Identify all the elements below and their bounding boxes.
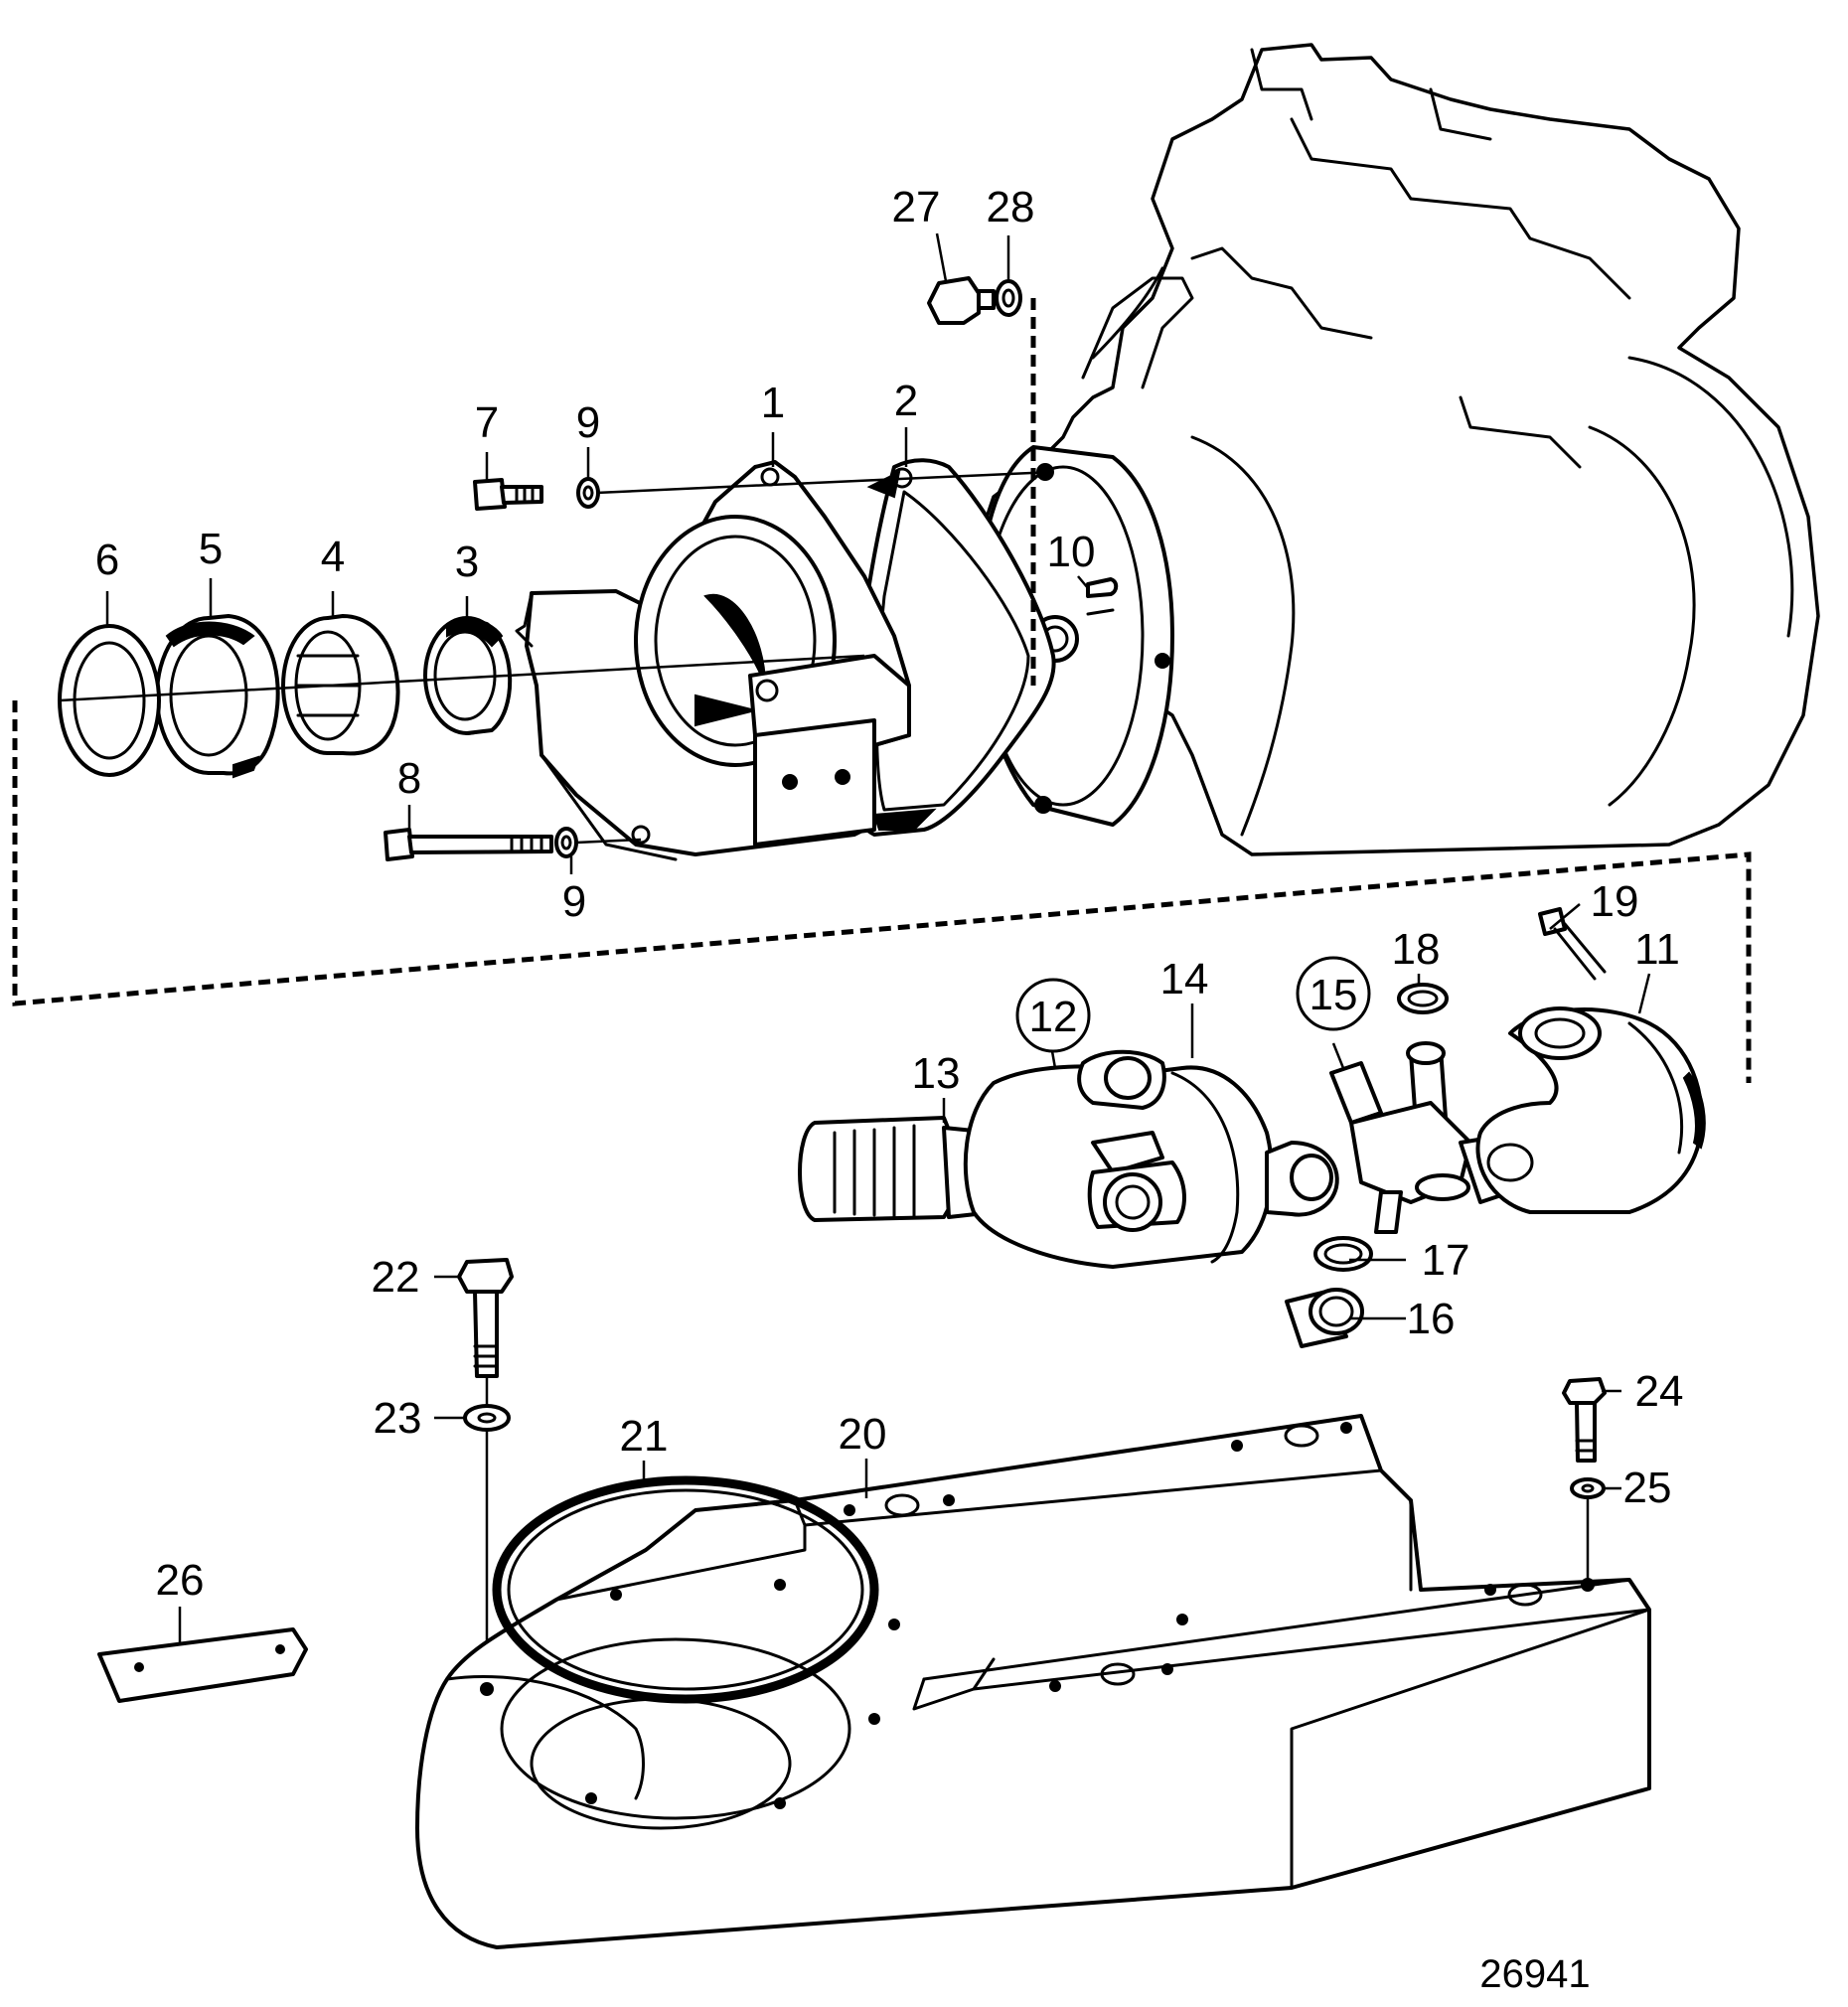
part-9-washer-lower (554, 827, 578, 858)
drawing-reference-code: 26941 (1479, 1952, 1590, 1996)
label-22: 22 (372, 1253, 420, 1302)
label-27: 27 (892, 183, 941, 232)
part-5-bearing (155, 614, 280, 779)
part-24-bolt (1562, 1377, 1607, 1463)
part-28-washer (995, 279, 1022, 317)
part-9-washer-upper (576, 477, 600, 509)
label-14: 14 (1160, 955, 1209, 1004)
label-23: 23 (374, 1394, 422, 1443)
part-7-bolt (473, 478, 543, 511)
part-21-o-ring (492, 1475, 879, 1704)
label-2: 2 (894, 377, 918, 425)
label-7: 7 (475, 398, 499, 447)
label-3: 3 (455, 538, 479, 586)
callout-circle-15 (1296, 956, 1371, 1031)
engine-block (972, 43, 1820, 856)
part-19-bolt (1538, 907, 1607, 981)
part-20-base-frame (415, 1414, 1651, 1949)
label-17: 17 (1422, 1236, 1470, 1285)
part-10-plug (1086, 577, 1119, 616)
part-11-flange-yoke (1475, 1006, 1706, 1214)
label-leaders (105, 232, 1651, 1644)
label-5: 5 (199, 525, 223, 573)
label-8: 8 (397, 754, 421, 803)
callout-circle-12 (1015, 978, 1091, 1053)
part-18-circlip (1397, 983, 1449, 1014)
part-14-joint-housing (963, 1049, 1339, 1269)
label-9-upper: 9 (576, 398, 600, 447)
label-12: 12 (1029, 993, 1078, 1041)
label-16: 16 (1407, 1295, 1456, 1343)
part-25-washer (1570, 1477, 1606, 1499)
label-9-lower: 9 (562, 877, 586, 926)
part-17-seal (1313, 1236, 1373, 1272)
part-1-intermediate-housing (515, 460, 911, 861)
part-8-bolt (384, 828, 553, 861)
label-1: 1 (761, 379, 785, 427)
label-21: 21 (620, 1412, 669, 1461)
label-20: 20 (839, 1410, 887, 1459)
label-13: 13 (912, 1049, 961, 1098)
part-22-bolt (457, 1258, 514, 1378)
label-25: 25 (1623, 1464, 1672, 1512)
part-27-plug (927, 276, 996, 325)
part-26-plate (97, 1627, 308, 1703)
label-26: 26 (156, 1556, 205, 1605)
label-28: 28 (987, 183, 1035, 232)
assembly-lines (12, 296, 1752, 1689)
label-18: 18 (1392, 925, 1441, 974)
label-4: 4 (321, 533, 345, 581)
part-labels: 1 2 3 4 5 6 7 9 8 9 10 27 28 11 12 13 14… (95, 183, 1684, 1605)
part-16-needle-bearing (1285, 1288, 1364, 1348)
label-6: 6 (95, 536, 119, 584)
part-23-washer (463, 1404, 511, 1432)
label-10: 10 (1047, 528, 1096, 576)
label-11: 11 (1634, 925, 1680, 974)
part-3-seal (423, 616, 513, 735)
label-24: 24 (1635, 1367, 1684, 1416)
label-19: 19 (1591, 877, 1639, 926)
label-15: 15 (1309, 971, 1358, 1019)
